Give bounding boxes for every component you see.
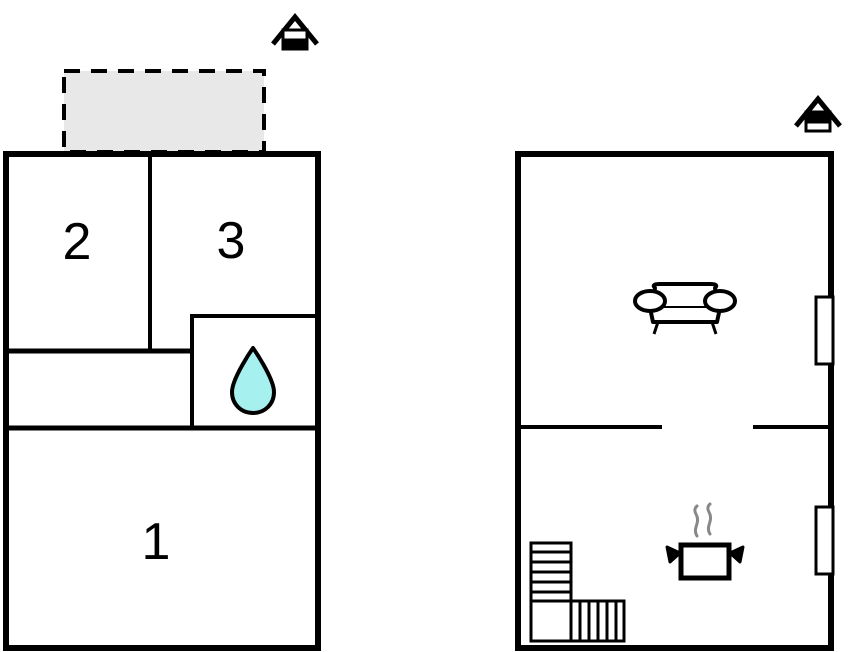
terrace-area [62, 69, 266, 154]
right-plan-outer-wall [515, 151, 834, 651]
cooking-pot-icon [665, 502, 745, 581]
room-label-1: 1 [141, 513, 171, 571]
staircase-icon [529, 541, 626, 643]
right-plan-group [515, 95, 842, 651]
north-house-icon-left [271, 13, 319, 51]
room-label-2: 2 [62, 213, 92, 271]
left-plan-group [3, 13, 321, 651]
left-plan-outer-wall [3, 151, 321, 651]
window-lower [814, 505, 835, 576]
window-upper [814, 295, 835, 366]
room-label-3: 3 [216, 212, 246, 270]
water-droplet-icon [230, 346, 276, 415]
north-house-icon-right [794, 95, 842, 133]
sofa-icon [633, 282, 737, 335]
